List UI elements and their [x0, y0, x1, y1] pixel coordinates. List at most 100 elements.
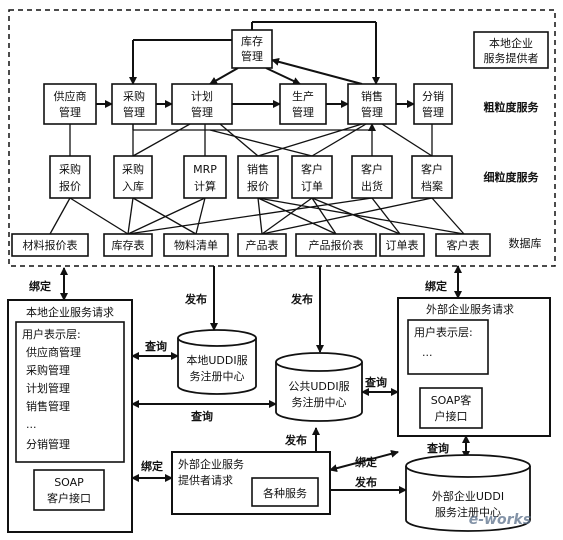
- various-services-label: 各种服务: [263, 486, 307, 500]
- distribution-mgmt-line1: 分销: [422, 89, 444, 103]
- mrp-calc-line2: 计算: [194, 179, 216, 193]
- external-soap-line1: SOAP客: [431, 393, 472, 407]
- local-soap-line1: SOAP: [54, 476, 84, 489]
- publish-center-label: 发布: [184, 292, 207, 306]
- various-services-box: [251, 477, 319, 507]
- production-mgmt-line1: 生产: [292, 89, 314, 103]
- customer-shipment-box: [351, 155, 393, 199]
- supplier-mgmt-line1: 供应商: [54, 89, 87, 103]
- bind-top-left-label: 绑定: [29, 279, 51, 293]
- product-table: [237, 233, 287, 257]
- bind-provider-right-label: 绑定: [355, 455, 377, 469]
- external-provider-line2: 提供者请求: [178, 473, 233, 487]
- provider-title-line2: 服务提供者: [484, 51, 539, 65]
- inventory-table-label: 库存表: [112, 238, 145, 252]
- purchase-quote-line2: 报价: [59, 179, 81, 193]
- local-ui-layer-label: 用户表示层:: [22, 327, 81, 341]
- customer-table-label: 客户表: [447, 238, 480, 252]
- customer-archive-line2: 档案: [421, 179, 443, 193]
- customer-order-box: [291, 155, 333, 199]
- plan-mgmt-box: [171, 83, 233, 125]
- external-provider-line1: 外部企业服务: [178, 457, 244, 471]
- query-public-left-label: 查询: [191, 409, 213, 423]
- order-table-label: 订单表: [386, 238, 419, 252]
- local-request-title: 本地企业服务请求: [26, 305, 114, 319]
- inventory-mgmt-line2: 管理: [241, 49, 263, 63]
- coarse-service-label: 粗粒度服务: [484, 100, 540, 114]
- order-table: [379, 233, 425, 257]
- local-item-distribution: 分销管理: [26, 437, 70, 451]
- material-quote-table: [11, 233, 89, 257]
- customer-order-line2: 订单: [301, 180, 323, 193]
- external-uddi-line1: 外部企业UDDI: [432, 489, 504, 503]
- purchase-stockin-line2: 入库: [122, 180, 144, 193]
- bind-provider-left-label: 绑定: [141, 459, 163, 473]
- publish-bottom-label: 发布: [354, 475, 377, 489]
- customer-archive-box: [411, 155, 453, 199]
- local-item-plan: 计划管理: [26, 381, 70, 395]
- query-local-label: 查询: [145, 339, 167, 353]
- bom-table-label: 物料清单: [174, 238, 218, 252]
- purchase-mgmt-box: [111, 83, 157, 125]
- inventory-mgmt-line1: 库存: [241, 34, 263, 48]
- fine-service-label: 细粒度服务: [484, 170, 540, 184]
- purchase-quote-box: [49, 155, 91, 199]
- public-uddi-line1: 公共UDDI服: [288, 380, 349, 393]
- provider-title-line1: 本地企业: [489, 36, 533, 50]
- bind-top-right-label: 绑定: [425, 279, 447, 293]
- local-uddi-line2: 务注册中心: [190, 369, 245, 383]
- distribution-mgmt-box: [413, 83, 453, 125]
- plan-mgmt-line1: 计划: [191, 90, 213, 103]
- sales-mgmt-box: [347, 83, 397, 125]
- local-item-purchase: 采购管理: [26, 363, 70, 377]
- purchase-mgmt-line2: 管理: [123, 105, 145, 119]
- query-external-label: 查询: [427, 441, 449, 455]
- external-uddi-registry: 外部企业UDDI 服务注册中心: [405, 454, 531, 532]
- production-mgmt-box: [279, 83, 327, 125]
- external-soap-box: [419, 387, 483, 429]
- local-item-sales: 销售管理: [26, 399, 70, 413]
- sales-mgmt-line2: 管理: [361, 105, 383, 119]
- purchase-stockin-line1: 采购: [122, 162, 144, 176]
- local-ui-layer-box: [15, 321, 125, 463]
- product-quote-table: [295, 233, 377, 257]
- distribution-mgmt-line2: 管理: [422, 105, 444, 119]
- public-uddi-registry: 公共UDDI服 务注册中心: [275, 352, 363, 422]
- purchase-stockin-box: [113, 155, 153, 199]
- external-soap-line2: 户接口: [435, 409, 468, 423]
- publish-right-label: 发布: [290, 292, 313, 306]
- mrp-calc-line1: MRP: [193, 163, 217, 176]
- external-uddi-line2: 服务注册中心: [435, 505, 501, 519]
- customer-archive-line1: 客户: [421, 162, 443, 176]
- inventory-table: [103, 233, 153, 257]
- material-quote-label: 材料报价表: [23, 238, 78, 252]
- sales-quote-box: [237, 155, 279, 199]
- production-mgmt-line2: 管理: [292, 105, 314, 119]
- publish-provider-label: 发布: [284, 433, 307, 447]
- local-soap-line2: 客户接口: [47, 491, 91, 505]
- supplier-mgmt-line2: 管理: [59, 105, 81, 119]
- mrp-calc-box: [183, 155, 227, 199]
- local-item-supplier: 供应商管理: [26, 345, 81, 359]
- sales-mgmt-line1: 销售: [361, 89, 383, 103]
- external-request-title: 外部企业服务请求: [426, 302, 514, 316]
- local-provider-region: [8, 9, 556, 267]
- product-table-label: 产品表: [246, 238, 279, 252]
- external-ui-dots: ...: [422, 346, 433, 359]
- external-ui-layer-box: [407, 319, 489, 375]
- local-uddi-line1: 本地UDDI服: [186, 353, 247, 367]
- provider-title-box: [473, 31, 549, 69]
- customer-shipment-line2: 出货: [361, 179, 383, 193]
- local-item-ellipsis: ...: [26, 418, 37, 431]
- watermark-logo: e-works: [469, 512, 531, 528]
- query-public-right-label: 查询: [365, 375, 387, 389]
- product-quote-table-label: 产品报价表: [309, 238, 364, 252]
- public-uddi-line2: 务注册中心: [292, 395, 347, 409]
- database-label: 数据库: [509, 236, 542, 250]
- purchase-quote-line1: 采购: [59, 162, 81, 176]
- supplier-mgmt-box: [43, 83, 97, 125]
- customer-shipment-line1: 客户: [361, 162, 383, 176]
- local-soap-box: [33, 469, 105, 511]
- local-uddi-registry: 本地UDDI服 务注册中心: [177, 329, 257, 395]
